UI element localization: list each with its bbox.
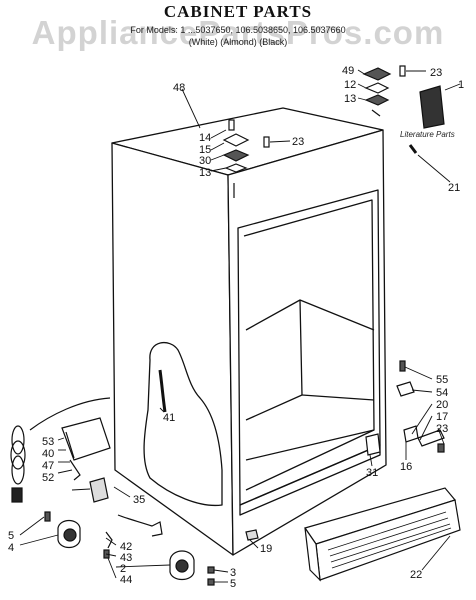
power-cord bbox=[10, 397, 111, 503]
drain-tube bbox=[103, 514, 163, 559]
callout-5-left: 5 bbox=[8, 530, 14, 542]
callout-3: 3 bbox=[230, 567, 236, 579]
callout-42: 42 bbox=[120, 541, 132, 553]
callout-21: 21 bbox=[448, 182, 460, 194]
callout-labels: 48 14 15 30 13 23 49 12 13 23 1 21 41 53… bbox=[8, 65, 464, 590]
literature-label: Literature Parts bbox=[400, 130, 455, 139]
diagram-title: CABINET PARTS bbox=[163, 2, 313, 21]
callout-53: 53 bbox=[42, 436, 54, 448]
callout-30: 30 bbox=[199, 155, 211, 167]
caster-left bbox=[44, 511, 81, 549]
caster-right bbox=[169, 550, 215, 586]
callout-31: 31 bbox=[366, 467, 378, 479]
callout-5-right: 5 bbox=[230, 578, 236, 590]
right-hinge-assembly bbox=[362, 65, 418, 154]
callout-22: 22 bbox=[410, 569, 422, 581]
callout-13: 13 bbox=[199, 167, 211, 179]
callout-55: 55 bbox=[436, 374, 448, 386]
callout-43: 43 bbox=[120, 552, 132, 564]
leader-lines bbox=[19, 69, 461, 583]
callout-23-upper: 23 bbox=[430, 67, 442, 79]
callout-48: 48 bbox=[173, 82, 185, 94]
callout-14: 14 bbox=[199, 132, 211, 144]
top-hinge-assembly bbox=[222, 119, 270, 198]
callout-40: 40 bbox=[42, 448, 54, 460]
callout-13-upper: 13 bbox=[344, 93, 356, 105]
terminal-bracket bbox=[61, 417, 111, 481]
callout-41: 41 bbox=[163, 412, 175, 424]
part-31 bbox=[365, 433, 381, 456]
side-cutout bbox=[143, 341, 223, 507]
callout-15: 15 bbox=[199, 144, 211, 156]
callout-12: 12 bbox=[344, 79, 356, 91]
diagram-subtitle-models: For Models: 1 ...5037650, 106.5038650, 1… bbox=[130, 25, 346, 35]
literature-package bbox=[419, 85, 445, 129]
callout-49: 49 bbox=[342, 65, 354, 77]
callout-4: 4 bbox=[8, 542, 14, 554]
diagram-subtitle-colors: (White) (Almond) (Black) bbox=[188, 37, 288, 47]
bracket-52 bbox=[89, 477, 109, 503]
callout-35: 35 bbox=[133, 494, 145, 506]
toe-grille bbox=[304, 487, 461, 582]
callout-47: 47 bbox=[42, 460, 54, 472]
callout-19: 19 bbox=[260, 543, 272, 555]
callout-23-lower: 23 bbox=[436, 423, 448, 435]
callout-16: 16 bbox=[400, 461, 412, 473]
callout-20: 20 bbox=[436, 399, 448, 411]
clip-19 bbox=[245, 529, 259, 541]
callout-23: 23 bbox=[292, 136, 304, 148]
callout-1: 1 bbox=[458, 79, 464, 91]
callout-44: 44 bbox=[120, 574, 132, 586]
callout-54: 54 bbox=[436, 387, 448, 399]
callout-17: 17 bbox=[436, 411, 448, 423]
callout-2: 2 bbox=[120, 563, 126, 575]
callout-52: 52 bbox=[42, 472, 54, 484]
